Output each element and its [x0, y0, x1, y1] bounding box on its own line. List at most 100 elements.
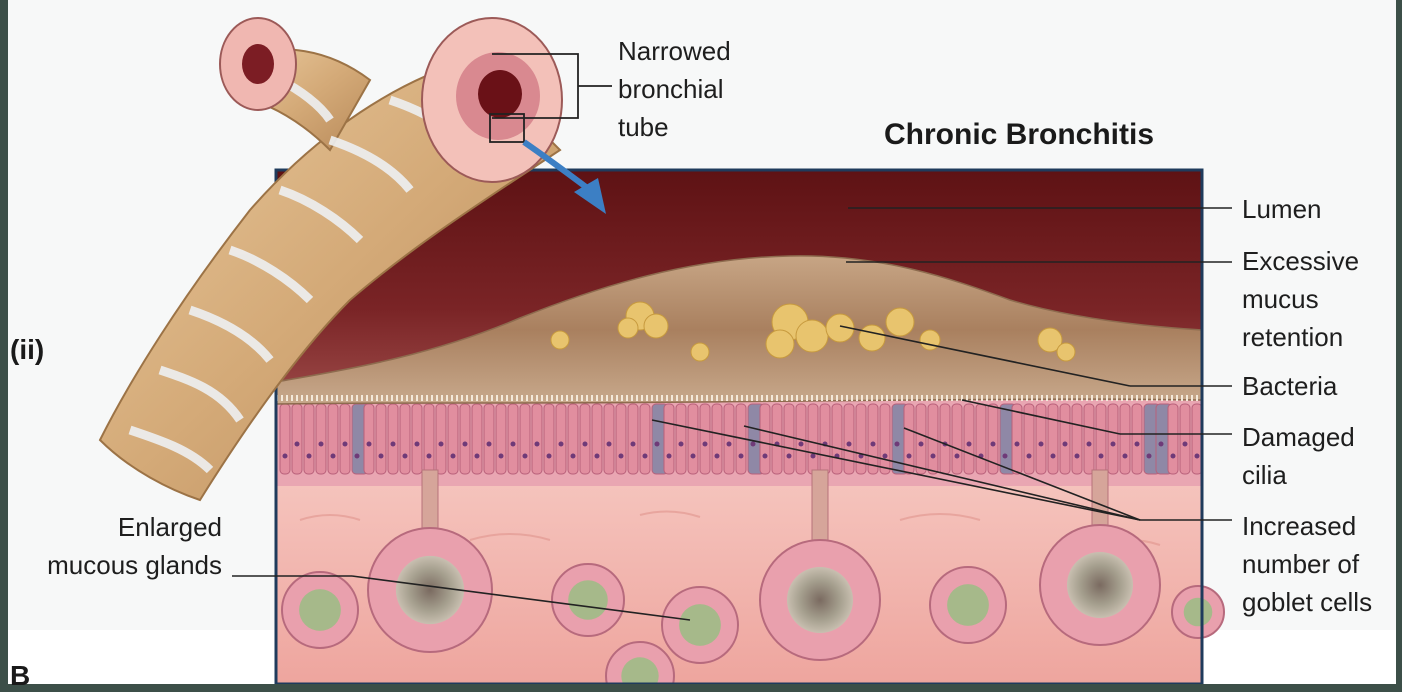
- cell-nucleus: [1171, 454, 1176, 459]
- cell-nucleus: [703, 442, 708, 447]
- epithelial-cell: [472, 404, 482, 474]
- label-goblet-line-2: number of: [1242, 545, 1372, 583]
- epithelial-cell: [880, 404, 890, 474]
- cell-nucleus: [295, 442, 300, 447]
- cell-nucleus: [739, 454, 744, 459]
- epithelial-cell: [388, 404, 398, 474]
- epithelial-cell: [604, 404, 614, 474]
- epithelial-cell: [628, 404, 638, 474]
- cell-nucleus: [511, 442, 516, 447]
- gland-lumen: [568, 580, 608, 620]
- epithelial-cell: [376, 404, 386, 474]
- cell-nucleus: [931, 454, 936, 459]
- epithelial-cell: [496, 404, 506, 474]
- cell-nucleus: [727, 442, 732, 447]
- cell-nucleus: [1015, 442, 1020, 447]
- label-glands-line-2: mucous glands: [10, 546, 222, 584]
- cell-nucleus: [1147, 454, 1152, 459]
- cell-nucleus: [919, 442, 924, 447]
- epithelial-cell: [1036, 404, 1046, 474]
- cell-nucleus: [343, 442, 348, 447]
- cell-nucleus: [367, 442, 372, 447]
- epithelial-cell: [304, 404, 314, 474]
- epithelial-cell: [1120, 404, 1130, 474]
- epithelial-cell: [436, 404, 446, 474]
- epithelial-cell: [700, 404, 710, 474]
- cell-nucleus: [595, 454, 600, 459]
- cell-nucleus: [847, 442, 852, 447]
- label-mucus-line-3: retention: [1242, 318, 1359, 356]
- cell-nucleus: [895, 442, 900, 447]
- cell-nucleus: [1087, 442, 1092, 447]
- label-lumen: Lumen: [1242, 190, 1322, 228]
- cell-nucleus: [547, 454, 552, 459]
- epithelial-cell: [460, 404, 470, 474]
- cell-nucleus: [523, 454, 528, 459]
- cell-nucleus: [667, 454, 672, 459]
- cell-nucleus: [487, 442, 492, 447]
- epithelial-cell: [1072, 404, 1082, 474]
- cell-nucleus: [355, 454, 360, 459]
- epithelial-cell: [280, 404, 290, 474]
- cell-nucleus: [691, 454, 696, 459]
- label-narrowed-line-3: tube: [618, 108, 731, 146]
- epithelial-cell: [412, 404, 422, 474]
- branch-lumen: [242, 44, 274, 84]
- cell-nucleus: [751, 442, 756, 447]
- diagram-title: Chronic Bronchitis: [884, 118, 1154, 152]
- label-increased-goblet-cells: Increased number of goblet cells: [1242, 507, 1372, 621]
- cell-nucleus: [1195, 454, 1200, 459]
- epithelial-cell: [532, 404, 542, 474]
- epithelial-cell: [544, 404, 554, 474]
- cell-nucleus: [499, 454, 504, 459]
- cell-nucleus: [1063, 442, 1068, 447]
- epithelial-cell: [568, 404, 578, 474]
- cell-nucleus: [1027, 454, 1032, 459]
- cell-nucleus: [715, 454, 720, 459]
- cell-nucleus: [1075, 454, 1080, 459]
- epithelial-cell: [400, 404, 410, 474]
- epithelial-cell: [364, 404, 374, 474]
- epithelial-cell: [556, 404, 566, 474]
- cell-nucleus: [283, 454, 288, 459]
- epithelial-cell: [424, 404, 434, 474]
- epithelial-cell: [820, 404, 830, 474]
- gland-lumen: [679, 604, 721, 646]
- cell-nucleus: [679, 442, 684, 447]
- label-mucus-line-2: mucus: [1242, 280, 1359, 318]
- epithelial-cell: [520, 404, 530, 474]
- cell-nucleus: [463, 442, 468, 447]
- cell-nucleus: [655, 442, 660, 447]
- label-excessive-mucus-retention: Excessive mucus retention: [1242, 242, 1359, 356]
- epithelial-cell: [1132, 404, 1142, 474]
- label-enlarged-mucous-glands: Enlarged mucous glands: [10, 508, 222, 584]
- epithelial-cell: [952, 404, 962, 474]
- cell-nucleus: [643, 454, 648, 459]
- gland-lumen: [299, 589, 341, 631]
- label-goblet-line-3: goblet cells: [1242, 583, 1372, 621]
- epithelial-cell: [868, 404, 878, 474]
- gland-lumen: [787, 567, 853, 633]
- epithelial-cell: [616, 404, 626, 474]
- cell-nucleus: [763, 454, 768, 459]
- cell-nucleus: [559, 442, 564, 447]
- cell-nucleus: [619, 454, 624, 459]
- gland-lumen: [1184, 598, 1213, 627]
- panel-label: (ii): [10, 334, 44, 366]
- cell-nucleus: [427, 454, 432, 459]
- epithelial-cell: [1048, 404, 1058, 474]
- epithelial-cell: [976, 404, 986, 474]
- epithelial-cell: [592, 404, 602, 474]
- epithelial-cell: [328, 404, 338, 474]
- epithelial-cell: [484, 404, 494, 474]
- cell-nucleus: [1123, 454, 1128, 459]
- cell-nucleus: [631, 442, 636, 447]
- epithelial-cell: [832, 404, 842, 474]
- gland-duct: [422, 470, 438, 528]
- epithelial-cell: [964, 404, 974, 474]
- epithelial-cell: [904, 404, 914, 474]
- cell-nucleus: [907, 454, 912, 459]
- cell-nucleus: [439, 442, 444, 447]
- epithelial-cell: [676, 404, 686, 474]
